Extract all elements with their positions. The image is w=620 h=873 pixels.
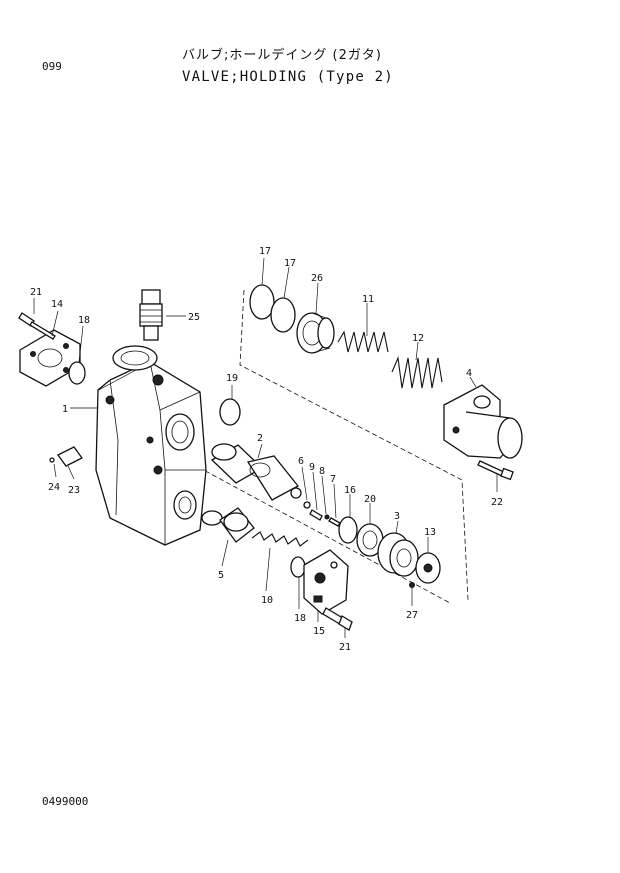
label-17-second: 17 xyxy=(284,258,296,269)
label-12: 12 xyxy=(412,333,424,344)
label-7: 7 xyxy=(330,474,336,485)
lower-cover-part xyxy=(303,549,349,615)
spring-part-11 xyxy=(337,330,389,353)
piston-part xyxy=(201,507,255,543)
o-ring-part-19 xyxy=(219,398,241,426)
pin-parts xyxy=(303,501,341,527)
label-21-upper: 21 xyxy=(30,287,42,298)
label-18-lower: 18 xyxy=(294,613,306,624)
label-11: 11 xyxy=(362,294,374,305)
ring-part-26 xyxy=(296,312,335,354)
label-22: 22 xyxy=(491,497,503,508)
o-ring-parts-17 xyxy=(249,284,296,333)
label-19: 19 xyxy=(226,373,238,384)
label-21-lower: 21 xyxy=(339,642,351,653)
left-cover-plate-part xyxy=(19,329,81,387)
label-14: 14 xyxy=(51,299,63,310)
leader-lines xyxy=(33,257,498,638)
pin-part-27 xyxy=(409,582,415,588)
valve-body-part xyxy=(95,345,207,546)
label-9: 9 xyxy=(309,462,315,473)
stop-part xyxy=(415,552,441,584)
o-ring-part-lower xyxy=(290,556,306,578)
label-24: 24 xyxy=(48,482,60,493)
document-code: 0499000 xyxy=(42,795,89,808)
title-japanese: バルブ;ホールデイング (2ガタ) xyxy=(182,48,382,63)
label-13: 13 xyxy=(424,527,436,538)
spring-part-10 xyxy=(251,531,309,547)
label-3: 3 xyxy=(394,511,400,522)
label-4: 4 xyxy=(466,368,472,379)
label-5: 5 xyxy=(218,570,224,581)
bolt-part-upper-left xyxy=(18,312,56,340)
title-english: VALVE;HOLDING (Type 2) xyxy=(182,69,394,85)
label-2: 2 xyxy=(257,433,263,444)
part-labels: 21 14 18 25 1 19 24 23 2 5 10 18 15 21 6… xyxy=(30,246,503,653)
page-number: 099 xyxy=(42,60,62,73)
label-26: 26 xyxy=(311,273,323,284)
label-8: 8 xyxy=(319,466,325,477)
label-10: 10 xyxy=(261,595,273,606)
label-27: 27 xyxy=(406,610,418,621)
bolt-part-lower xyxy=(322,607,353,631)
sleeve-part xyxy=(377,532,419,577)
fitting-part xyxy=(139,289,163,341)
label-1: 1 xyxy=(62,404,68,415)
bolt-part-22 xyxy=(477,460,514,481)
label-16: 16 xyxy=(344,485,356,496)
cap-part xyxy=(443,384,523,459)
spring-part-12 xyxy=(391,355,443,389)
name-plate-part xyxy=(49,446,83,467)
assembly-guide-lines xyxy=(197,289,469,604)
label-17-first: 17 xyxy=(259,246,271,257)
poppet-part xyxy=(210,443,302,501)
o-ring-part-16 xyxy=(338,516,358,544)
label-25: 25 xyxy=(188,312,200,323)
label-18-upper: 18 xyxy=(78,315,90,326)
label-6: 6 xyxy=(298,456,304,467)
o-ring-part-left xyxy=(68,361,86,385)
label-20: 20 xyxy=(364,494,376,505)
label-23: 23 xyxy=(68,485,80,496)
label-15: 15 xyxy=(313,626,325,637)
